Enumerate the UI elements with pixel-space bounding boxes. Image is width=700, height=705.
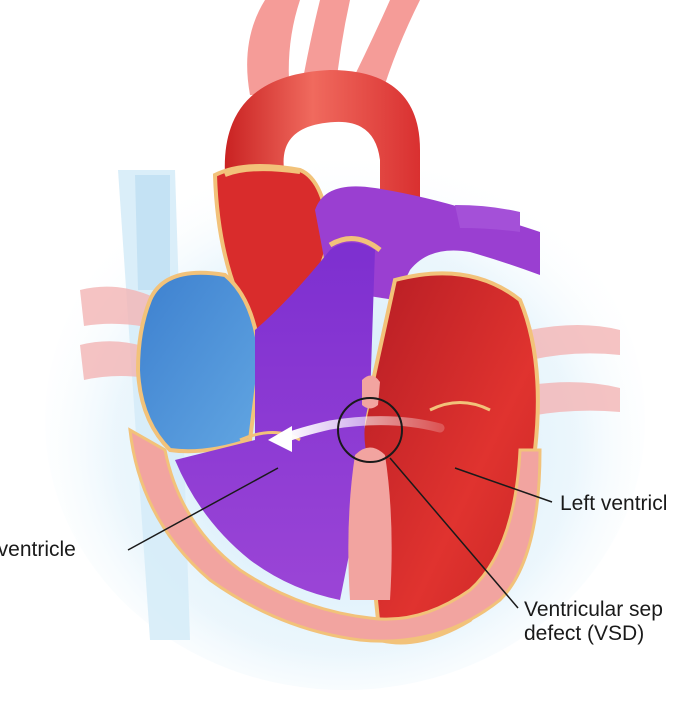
label-vsd-line1: Ventricular sep: [524, 598, 663, 621]
pulmonary-vein-right-2: [530, 382, 620, 416]
arrow-left-icon: [268, 426, 292, 452]
upper-septum: [362, 375, 380, 409]
label-vsd-line2: defect (VSD): [524, 622, 645, 645]
myocardium-wall: [128, 427, 542, 643]
shunt-arrow-shaft: [280, 416, 445, 443]
pulmonary-vein-left-1: [80, 286, 160, 330]
pulmonary-artery-branch: [455, 205, 520, 232]
interventricular-septum: [348, 447, 392, 600]
label-right-ventricle: t ventricle: [0, 538, 76, 561]
circle-marker-icon: [337, 397, 403, 463]
label-left-ventricle: Left ventricl: [560, 492, 668, 515]
aortic-valve: [224, 167, 301, 177]
brachiocephalic-artery: [247, 0, 300, 95]
leader-line-left-ventricle: [454, 467, 553, 503]
right-ventricle: [175, 242, 375, 600]
pulmonary-vein-right-1: [530, 325, 620, 360]
leader-line-vsd: [389, 457, 519, 609]
vena-cava-upper: [135, 175, 170, 290]
mitral-valve: [429, 401, 491, 412]
right-atrium: [135, 270, 263, 454]
leader-line-right-ventricle: [127, 467, 279, 551]
pulmonary-valve: [328, 236, 382, 252]
